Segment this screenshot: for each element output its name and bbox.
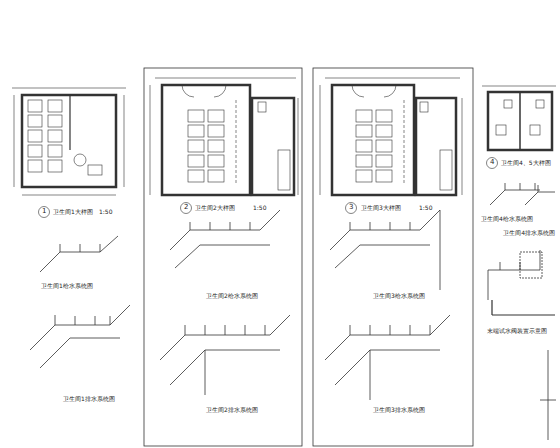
fixture [208,140,224,152]
drawing-title: 卫生间2给水系统图 [205,293,259,300]
fixture [356,110,372,122]
drawing-title: 1:50 [252,205,267,212]
drawing-title: 1:50 [418,205,433,212]
fixture [188,155,204,167]
fixture [376,140,392,152]
drawing-title: 卫生间4给水系统图 [480,216,534,223]
fixture [208,170,224,182]
drawing-title: 卫生间3大样图 [360,205,402,212]
fixture [376,155,392,167]
callout-number: 4 [489,159,495,167]
drawing-title: 末端试水阀装置示意图 [486,328,548,335]
drawing-title: 卫生间4、5大样图 [500,160,552,167]
fixture [28,115,42,127]
callout-number: 2 [183,204,189,212]
fixture [356,125,372,137]
callout-number: 3 [348,204,354,212]
drawing-title: 卫生间2排水系统图 [205,407,259,414]
fixture [208,110,224,122]
fixture [356,170,372,182]
fixture [376,125,392,137]
fixture [28,100,42,112]
fixture [356,155,372,167]
fixture [188,140,204,152]
callout-number: 1 [41,208,47,216]
drawing-title: 卫生间3排水系统图 [372,407,426,414]
fixture [376,110,392,122]
fixture [48,145,62,157]
fixture [208,155,224,167]
drawing-title: 卫生间3给水系统图 [372,293,426,300]
fixture [188,110,204,122]
fixture [28,145,42,157]
drawing-title: 卫生间4排水系统图 [502,230,556,237]
drawing-title: 1:50 [98,209,113,216]
fixture [48,130,62,142]
fixture [376,170,392,182]
drawing-title: 卫生间1给水系统图 [40,283,94,290]
drawing-title: 卫生间2大样图 [194,205,236,212]
fixture [356,140,372,152]
fixture [208,125,224,137]
fixture [188,170,204,182]
fixture [48,160,62,172]
drawing-title: 卫生间1排水系统图 [62,396,116,403]
fixture [188,125,204,137]
fixture [48,115,62,127]
drawing-title: 卫生间1大样图 [52,209,94,216]
fixture [28,160,42,172]
fixture [48,100,62,112]
fixture [28,130,42,142]
